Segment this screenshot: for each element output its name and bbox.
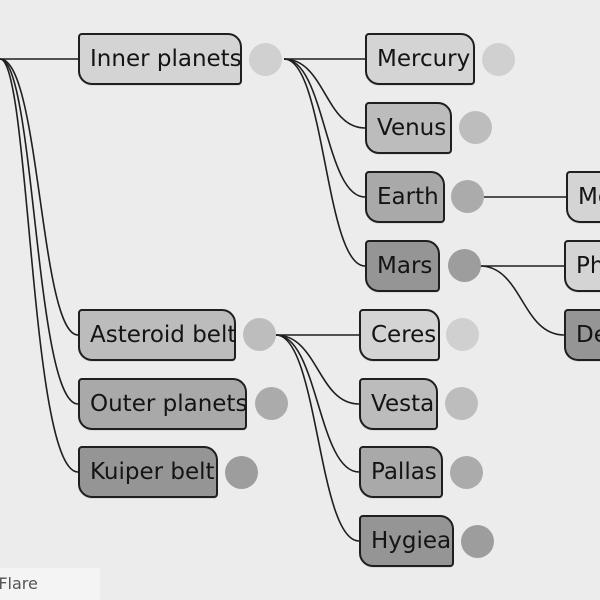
collapse-toggle-pallas[interactable] bbox=[450, 456, 483, 489]
link-asteroid-hygiea bbox=[275, 334, 360, 542]
node-outer-planets[interactable]: Outer planets bbox=[78, 378, 247, 430]
node-pallas[interactable]: Pallas bbox=[359, 446, 443, 498]
node-mars[interactable]: Mars bbox=[365, 240, 440, 292]
collapse-toggle-inner-planets[interactable] bbox=[249, 43, 282, 76]
node-venus[interactable]: Venus bbox=[365, 102, 452, 154]
collapse-toggle-mars[interactable] bbox=[448, 249, 481, 282]
collapse-toggle-earth[interactable] bbox=[451, 180, 484, 213]
node-kuiper-belt[interactable]: Kuiper belt bbox=[78, 446, 218, 498]
link-inner-mars bbox=[283, 58, 366, 267]
node-asteroid-belt[interactable]: Asteroid belt bbox=[78, 309, 236, 361]
node-mercury[interactable]: Mercury bbox=[365, 33, 475, 85]
link-root-outer bbox=[0, 58, 79, 405]
node-earth[interactable]: Earth bbox=[365, 171, 445, 223]
link-inner-earth bbox=[283, 58, 366, 198]
collapse-toggle-outer-planets[interactable] bbox=[255, 387, 288, 420]
collapse-toggle-kuiper-belt[interactable] bbox=[225, 456, 258, 489]
link-mars-deimos bbox=[479, 265, 565, 336]
link-asteroid-vesta bbox=[275, 334, 360, 405]
collapse-toggle-venus[interactable] bbox=[459, 111, 492, 144]
node-ceres[interactable]: Ceres bbox=[359, 309, 440, 361]
node-vesta[interactable]: Vesta bbox=[359, 378, 438, 430]
node-moon[interactable]: Mo bbox=[566, 171, 600, 223]
link-root-kuiper bbox=[0, 58, 79, 473]
node-deimos[interactable]: De bbox=[564, 309, 600, 361]
node-hygiea[interactable]: Hygiea bbox=[359, 515, 454, 567]
collapse-toggle-hygiea[interactable] bbox=[461, 525, 494, 558]
node-phobos[interactable]: Ph bbox=[564, 240, 600, 292]
collapse-toggle-vesta[interactable] bbox=[445, 387, 478, 420]
collapse-toggle-ceres[interactable] bbox=[446, 318, 479, 351]
link-asteroid-pallas bbox=[275, 334, 360, 473]
collapse-toggle-mercury[interactable] bbox=[482, 43, 515, 76]
node-inner-planets[interactable]: Inner planets bbox=[78, 33, 242, 85]
watermark-label: sFlare bbox=[0, 568, 100, 600]
collapse-toggle-asteroid-belt[interactable] bbox=[243, 318, 276, 351]
link-inner-venus bbox=[283, 58, 366, 129]
link-root-asteroid bbox=[0, 58, 79, 336]
